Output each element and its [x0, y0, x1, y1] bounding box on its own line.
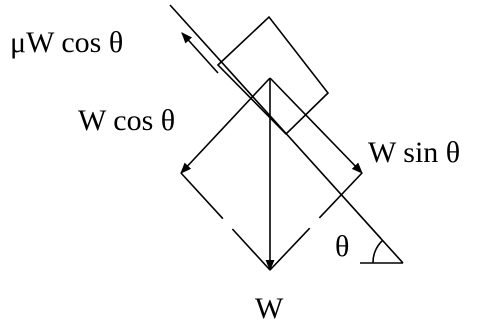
friction-label: μW cos θ [10, 26, 123, 59]
parallel-component-label: W sin θ [368, 136, 460, 169]
dashed-guide-left [180, 172, 271, 271]
normal-component-label: W cos θ [78, 104, 175, 137]
parallel-component-arrow [269, 77, 363, 174]
normal-component-arrow [180, 77, 271, 174]
weight-label: W [255, 292, 284, 325]
angle-label: θ [335, 230, 349, 263]
angle-arc [372, 239, 384, 264]
block [216, 15, 330, 136]
friction-arrow [181, 32, 219, 74]
dashed-guide-right [269, 172, 363, 271]
